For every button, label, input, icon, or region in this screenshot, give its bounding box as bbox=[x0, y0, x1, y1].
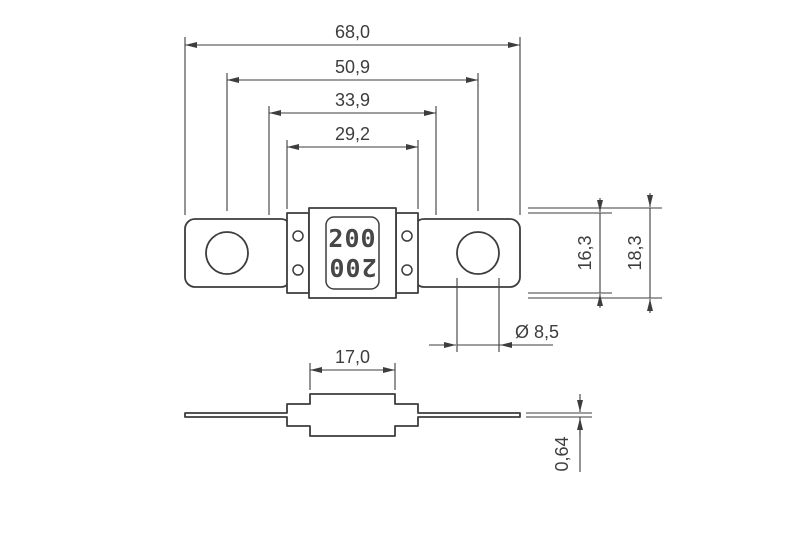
dimension-value: 50,9 bbox=[335, 57, 370, 77]
fuse-side-profile bbox=[184, 393, 521, 437]
fuse-top-view: 200 200 bbox=[184, 207, 521, 299]
dimension-value: 68,0 bbox=[335, 22, 370, 42]
dimension-value: 16,3 bbox=[575, 235, 595, 270]
dimension-terminal-width: 33,9 bbox=[268, 90, 437, 215]
dimension-body-height-outer: 18,3 bbox=[528, 193, 662, 313]
right-housing-rail bbox=[395, 212, 419, 294]
right-bolt-hole bbox=[456, 231, 500, 275]
dimension-hole-spacing: 50,9 bbox=[226, 57, 479, 211]
rivet-top-right bbox=[401, 230, 413, 242]
dimension-overall-length: 68,0 bbox=[184, 22, 521, 215]
dimension-inner-width: 29,2 bbox=[286, 124, 419, 209]
dimension-body-height-inner: 16,3 bbox=[528, 198, 612, 308]
dimension-side-center-width: 17,0 bbox=[309, 347, 396, 390]
rivet-bottom-right bbox=[401, 264, 413, 276]
dimension-value: 29,2 bbox=[335, 124, 370, 144]
rating-marking: 200 bbox=[328, 224, 376, 253]
dimension-value: Ø 8,5 bbox=[515, 322, 559, 342]
left-housing-rail bbox=[286, 212, 310, 294]
dimension-value: 18,3 bbox=[625, 235, 645, 270]
dimension-value: 0,64 bbox=[552, 436, 572, 471]
rivet-top-left bbox=[292, 230, 304, 242]
fuse-side-view bbox=[184, 393, 521, 437]
rating-label-frame bbox=[325, 216, 380, 290]
left-bolt-hole bbox=[205, 231, 249, 275]
dimension-hole-diameter: Ø 8,5 bbox=[429, 278, 559, 352]
rating-marking-rotated: 200 bbox=[328, 253, 376, 282]
dimension-blade-thickness: 0,64 bbox=[526, 394, 592, 472]
rivet-bottom-left bbox=[292, 264, 304, 276]
dimension-value: 17,0 bbox=[335, 347, 370, 367]
dimension-value: 33,9 bbox=[335, 90, 370, 110]
